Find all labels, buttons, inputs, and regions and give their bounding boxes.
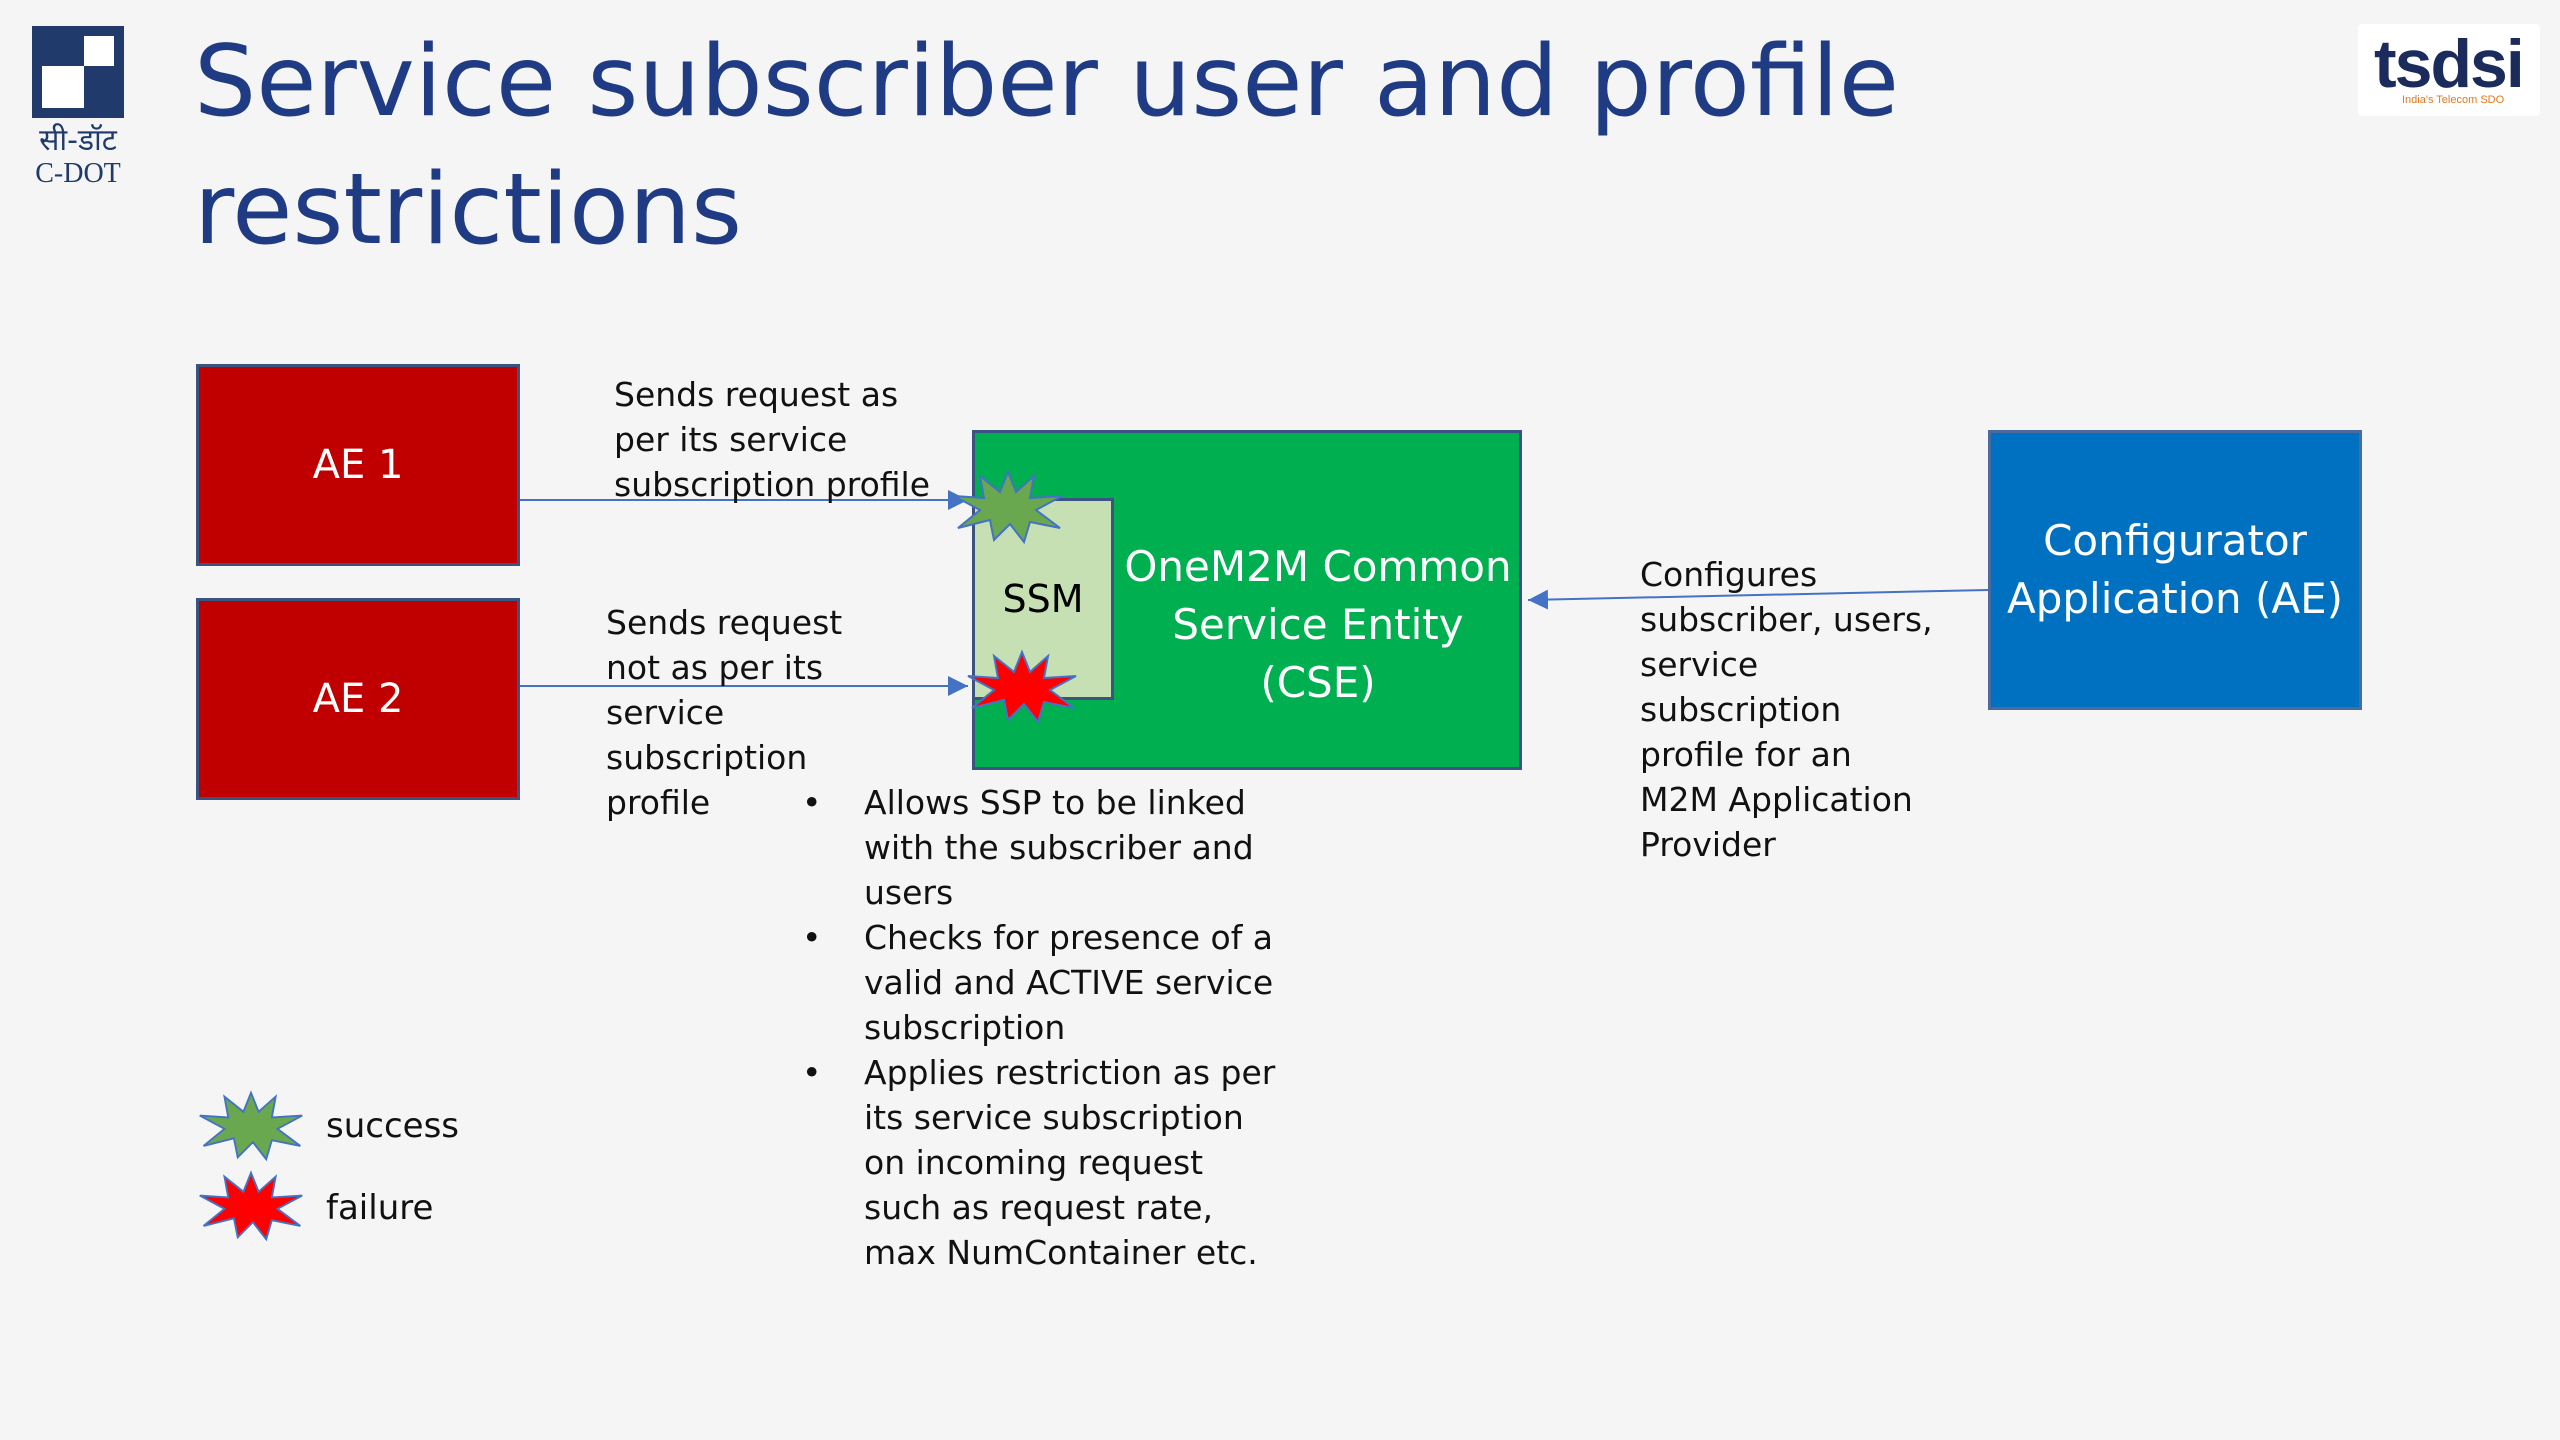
ssm-functions-list: Allows SSP to be linked with the subscri… — [796, 780, 1276, 1275]
legend-success-label: success — [326, 1106, 459, 1146]
ae1-box: AE 1 — [196, 364, 520, 566]
ssm-function-item: Applies restriction as per its service s… — [796, 1050, 1276, 1275]
configurator-box: Configurator Application (AE) — [1988, 430, 2362, 710]
ae2-request-label: Sends request not as per its service sub… — [606, 603, 843, 822]
cdot-logo-english: C-DOT — [35, 158, 121, 189]
legend-failure-label: failure — [326, 1188, 434, 1228]
tsdsi-logo-tagline: India's Telecom SDO — [2402, 94, 2505, 106]
ssm-function-item: Checks for presence of a valid and ACTIV… — [796, 915, 1276, 1050]
failure-star-icon — [967, 650, 1077, 724]
cdot-logo-hindi: सी-डॉट — [39, 123, 117, 158]
tsdsi-logo — [2358, 24, 2540, 116]
cse-label: OneM2M Common Service Entity (CSE) — [1124, 542, 1512, 707]
legend-success-star-icon — [199, 1090, 303, 1162]
legend-failure-star-icon — [199, 1170, 303, 1242]
ae1-request-label: Sends request as per its service subscri… — [614, 375, 931, 504]
ae2-box: AE 2 — [196, 598, 520, 800]
cdot-logo-icon — [32, 26, 124, 118]
configurator-action-label: Configures subscriber, users, service su… — [1640, 555, 1933, 864]
configurator-to-cse-arrow — [1527, 589, 1989, 610]
success-star-icon — [953, 470, 1063, 544]
ssm-function-item: Allows SSP to be linked with the subscri… — [796, 780, 1276, 915]
slide-title: Service subscriber user and profile rest… — [194, 25, 1900, 267]
tsdsi-logo-wordmark: tsdsi — [2374, 26, 2525, 102]
